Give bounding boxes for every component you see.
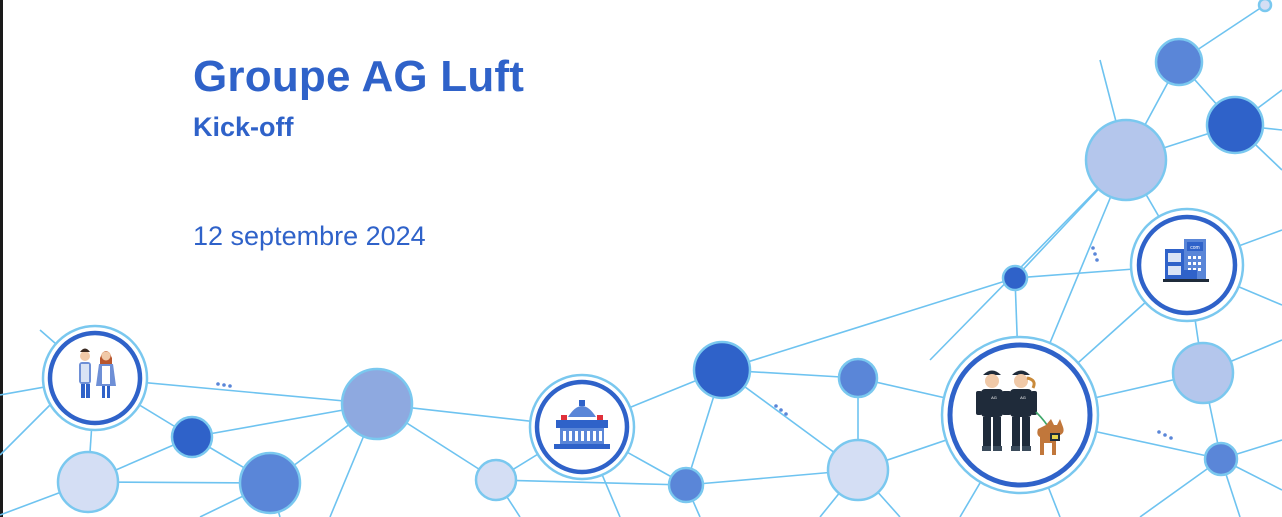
- network-nodes: [56, 0, 1273, 515]
- line-dots: [216, 246, 1173, 440]
- node: [170, 415, 214, 459]
- node: [238, 451, 302, 515]
- slide-subtitle: Kick-off: [193, 112, 294, 142]
- node: [1257, 0, 1273, 13]
- node: [1205, 95, 1265, 155]
- office-building-icon: [1129, 207, 1245, 323]
- node: [1203, 441, 1239, 477]
- node: [837, 357, 879, 399]
- node: [667, 466, 705, 504]
- node: [340, 367, 414, 441]
- left-border: [0, 0, 3, 517]
- people-icon: [41, 324, 149, 432]
- agent-badge-text: AG: [991, 395, 997, 400]
- node: [692, 340, 752, 400]
- node: [56, 450, 120, 514]
- slide-date: 12 septembre 2024: [193, 221, 426, 251]
- node: [1001, 264, 1029, 292]
- node: [1171, 341, 1235, 405]
- security-staff-with-dog-icon: [940, 335, 1100, 495]
- node: [1154, 37, 1204, 87]
- slide-title: Groupe AG Luft: [193, 52, 525, 101]
- node: [826, 438, 890, 502]
- node: [474, 458, 518, 502]
- office-badge-text: com: [1190, 245, 1199, 251]
- agent-badge-text-2: AG: [1020, 395, 1026, 400]
- parliament-building-icon: [528, 373, 636, 481]
- node: [1084, 118, 1168, 202]
